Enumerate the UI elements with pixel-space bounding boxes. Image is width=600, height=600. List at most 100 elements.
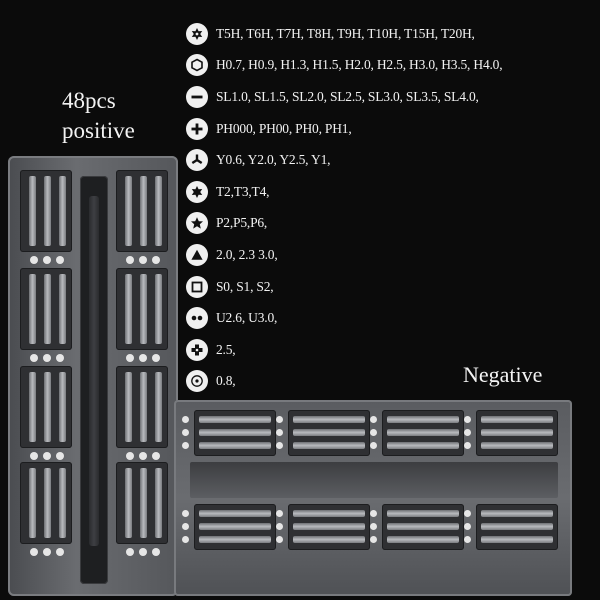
spec-row-cross: 2.5, <box>186 334 596 366</box>
spec-row-center-dot: 0.8, <box>186 366 596 398</box>
bit <box>293 536 365 543</box>
spec-row-tri-wing: Y0.6, Y2.0, Y2.5, Y1, <box>186 144 596 176</box>
bit-label-dots <box>30 548 64 556</box>
bit <box>387 442 459 449</box>
bit-label-dot <box>464 536 471 543</box>
bit-slot <box>20 462 72 544</box>
torx-icon <box>186 180 208 203</box>
bit <box>481 429 553 436</box>
bit-label-dot <box>464 510 471 517</box>
bit-spec-list: T5H, T6H, T7H, T8H, T9H, T10H, T15H, T20… <box>186 18 596 397</box>
bit <box>199 536 271 543</box>
screwdriver-handle <box>80 176 108 584</box>
bit <box>293 510 365 517</box>
pentalobe-icon <box>186 212 208 235</box>
spec-text: U2.6, U3.0, <box>216 310 278 326</box>
bit-slot <box>288 504 370 550</box>
bit-label-dots <box>182 510 189 543</box>
bit <box>387 523 459 530</box>
negative-title: Negative <box>463 362 543 387</box>
bit <box>293 523 365 530</box>
bit-label-dot <box>182 510 189 517</box>
bit <box>293 442 365 449</box>
spec-text: Y0.6, Y2.0, Y2.5, Y1, <box>216 152 331 168</box>
bit <box>293 416 365 423</box>
bit-label-dots <box>30 354 64 362</box>
spec-row-slotted: SL1.0, SL1.5, SL2.0, SL2.5, SL3.0, SL3.5… <box>186 81 596 113</box>
bit-label-dot <box>126 256 134 264</box>
spec-row-phillips: PH000, PH00, PH0, PH1, <box>186 113 596 145</box>
bit <box>155 176 162 246</box>
bit-label-dots <box>126 548 160 556</box>
bit <box>125 372 132 442</box>
spec-text: SL1.0, SL1.5, SL2.0, SL2.5, SL3.0, SL3.5… <box>216 88 479 104</box>
bit-label-dots <box>370 510 377 543</box>
bit-slot <box>20 170 72 252</box>
bit-label-dot <box>139 354 147 362</box>
bit-label-dot <box>276 536 283 543</box>
bit-label-dot <box>30 548 38 556</box>
bit-label-dot <box>152 548 160 556</box>
bit <box>199 429 271 436</box>
bit-slot <box>20 268 72 350</box>
bit <box>481 523 553 530</box>
spec-text: 2.0, 2.3 3.0, <box>216 246 278 262</box>
bit-label-dot <box>370 429 377 436</box>
square-icon <box>186 275 208 298</box>
bit-slot <box>116 268 168 350</box>
bit-slot <box>476 504 558 550</box>
slotted-icon <box>186 85 208 108</box>
bit-slot <box>288 410 370 456</box>
bit-label-dot <box>276 429 283 436</box>
bit-label-dot <box>182 536 189 543</box>
bit <box>59 274 66 344</box>
bit-slot <box>382 410 464 456</box>
bit-label-dot <box>43 452 51 460</box>
bit <box>125 274 132 344</box>
bit-label-dot <box>182 416 189 423</box>
bit <box>481 536 553 543</box>
bit-label-dot <box>139 548 147 556</box>
bit-label-dot <box>152 256 160 264</box>
bit-label-dot <box>464 442 471 449</box>
bit-slot <box>116 170 168 252</box>
bit-label-dots <box>30 452 64 460</box>
bit-slot <box>116 366 168 448</box>
bit-label-dot <box>370 416 377 423</box>
bit-label-dot <box>43 256 51 264</box>
bit <box>199 416 271 423</box>
spec-row-torx: T2,T3,T4, <box>186 176 596 208</box>
bit <box>59 372 66 442</box>
bit <box>387 416 459 423</box>
bit <box>44 468 51 538</box>
bit <box>59 468 66 538</box>
bit <box>29 274 36 344</box>
bit <box>481 510 553 517</box>
bit-label-dot <box>182 442 189 449</box>
bit <box>29 372 36 442</box>
spec-text: 2.5, <box>216 341 236 357</box>
bit-label-dot <box>370 536 377 543</box>
bit <box>140 274 147 344</box>
bit <box>155 274 162 344</box>
bit <box>199 442 271 449</box>
bit-label-dot <box>276 442 283 449</box>
bit-label-dots <box>126 256 160 264</box>
bit-label-dot <box>43 548 51 556</box>
phillips-icon <box>186 117 208 140</box>
bit-label-dot <box>464 429 471 436</box>
bit-label-dot <box>370 442 377 449</box>
spec-row-torx-security: T5H, T6H, T7H, T8H, T9H, T10H, T15H, T20… <box>186 18 596 50</box>
bit-label-dot <box>56 452 64 460</box>
bit-label-dot <box>276 416 283 423</box>
bit-label-dot <box>152 354 160 362</box>
bit-label-dot <box>30 452 38 460</box>
bit <box>199 523 271 530</box>
bit <box>481 442 553 449</box>
positive-title-count: 48pcs <box>62 88 116 113</box>
bit-label-dot <box>56 256 64 264</box>
bit-label-dots <box>276 510 283 543</box>
bit-label-dot <box>276 510 283 517</box>
bit-label-dot <box>276 523 283 530</box>
bit-label-dots <box>126 354 160 362</box>
